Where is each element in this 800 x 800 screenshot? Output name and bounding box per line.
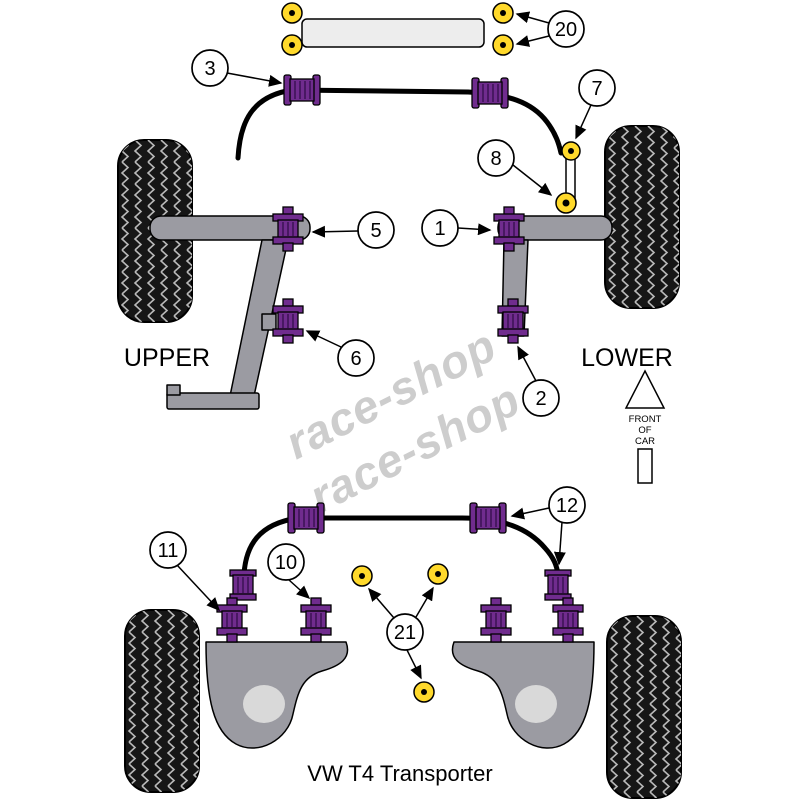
callout-arrow-1 [457, 223, 492, 236]
front-of-car-indicator: FRONT OF CAR [624, 369, 666, 484]
link-bushing-lower-right [544, 569, 572, 601]
callout-7: 7 [578, 69, 616, 107]
arb-bushing-lower-right [469, 502, 507, 534]
callout-number: 1 [434, 218, 445, 240]
callout-arrow-2 [517, 345, 537, 382]
rack-bolt-bottom-left [281, 34, 303, 56]
lower-arm-bushing-left-outer [216, 597, 248, 643]
callout-arrow-12a [510, 507, 550, 520]
upper-arm-left [149, 215, 311, 410]
callout-number: 8 [490, 148, 501, 170]
callout-circle [421, 209, 459, 247]
front-of-car-line2: OF [638, 425, 651, 436]
diagram-caption: VW T4 Transporter [307, 761, 492, 786]
callout-20: 20 [547, 10, 585, 48]
callout-number: 7 [591, 78, 602, 100]
wishbone-hole [515, 685, 557, 723]
callout-arrow-11 [176, 564, 221, 612]
lower-wishbone-left [205, 641, 349, 749]
steering-rack-body [301, 18, 485, 48]
callout-circle [386, 613, 424, 651]
wishbone-hole [243, 685, 285, 723]
callout-8: 8 [477, 139, 515, 177]
upper-arm-bushing-left-top [272, 206, 304, 252]
rack-bolt-top-right [492, 2, 514, 24]
callout-number: 20 [555, 19, 577, 41]
callout-12: 12 [548, 486, 586, 524]
callout-arrow-12b [553, 521, 566, 566]
front-arrow-icon [624, 369, 666, 409]
upper-arm-bushing-left-bottom [272, 298, 304, 344]
callout-21: 21 [386, 613, 424, 651]
callout-circle [191, 49, 229, 87]
callout-10: 10 [267, 543, 305, 581]
upper-label: UPPER [124, 344, 210, 372]
lower-arm-bushing-right-inner [480, 597, 512, 643]
callout-arrow-21b [415, 586, 434, 618]
callout-number: 6 [350, 348, 361, 370]
arb-bushing-upper-right [471, 77, 509, 109]
callout-1: 1 [421, 209, 459, 247]
drop-link [555, 141, 581, 214]
callout-arrow-7 [575, 104, 592, 140]
callout-number: 3 [204, 58, 215, 80]
callout-circle [522, 379, 560, 417]
callout-circle [149, 531, 187, 569]
callout-arrow-3 [226, 72, 283, 87]
upper-arm-bushing-right-top [493, 206, 525, 252]
callout-number: 5 [370, 220, 381, 242]
wheel-bottom-right [606, 615, 682, 799]
callout-arrow-20a [515, 11, 550, 24]
callout-circle [337, 339, 375, 377]
bolt-washer-left [351, 565, 373, 587]
callout-3: 3 [191, 49, 229, 87]
front-of-car-line1: FRONT [629, 414, 662, 425]
callout-arrow-10 [288, 579, 311, 600]
front-arrow-stem [637, 448, 653, 484]
callout-circle [548, 486, 586, 524]
callout-6: 6 [337, 339, 375, 377]
rack-bolt-top-left [281, 2, 303, 24]
front-of-car-line3: CAR [635, 436, 655, 447]
steering-rack-assembly [281, 2, 514, 56]
callout-arrow-21a [368, 587, 395, 619]
callout-2: 2 [522, 379, 560, 417]
callout-number: 10 [275, 552, 297, 574]
callout-circle [547, 10, 585, 48]
lower-label: LOWER [581, 344, 673, 372]
callout-arrow-20b [515, 35, 550, 47]
callout-11: 11 [149, 531, 187, 569]
callout-5: 5 [357, 211, 395, 249]
rack-bolt-bottom-right [492, 34, 514, 56]
link-bushing-lower-left [229, 569, 257, 601]
callout-number: 11 [158, 540, 179, 562]
lower-arm-bushing-right-outer [552, 597, 584, 643]
bolt-washer-right [427, 563, 449, 585]
callout-arrow-21c [406, 649, 422, 680]
lower-wishbone-right [451, 641, 595, 749]
callout-circle [578, 69, 616, 107]
callout-number: 2 [535, 388, 546, 410]
callout-number: 12 [556, 495, 578, 517]
wheel-top-right [604, 125, 680, 309]
callout-circle [267, 543, 305, 581]
wheel-bottom-left [124, 609, 200, 793]
callout-circle [357, 211, 395, 249]
callout-arrow-6 [305, 330, 342, 348]
callout-number: 21 [394, 622, 416, 644]
callout-arrow-5 [311, 225, 359, 238]
callout-circle [477, 139, 515, 177]
arb-bushing-lower-left [287, 502, 325, 534]
lower-arm-bushing-left-inner [300, 597, 332, 643]
bolt-washer-bottom [413, 681, 435, 703]
upper-arm-bushing-right-bottom [497, 298, 529, 344]
arb-bushing-upper-left [283, 74, 321, 106]
callout-arrow-8 [512, 164, 553, 196]
